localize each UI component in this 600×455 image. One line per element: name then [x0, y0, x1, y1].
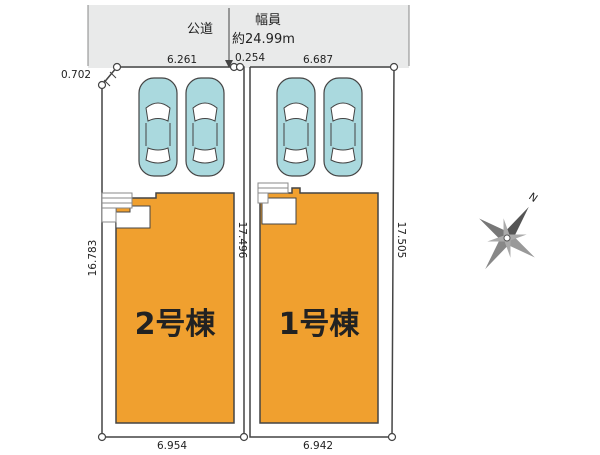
boundary-point — [235, 62, 245, 72]
building-1-label: 1号棟 — [279, 307, 361, 342]
boundary-point — [389, 62, 399, 72]
building-1-steps — [257, 182, 289, 204]
public-road — [88, 5, 409, 68]
dim-right-side: 17.505 — [395, 222, 407, 259]
dim-bottom-right: 6.942 — [303, 440, 333, 452]
compass-rose-icon — [479, 206, 535, 270]
road-width-arrow — [225, 60, 233, 68]
road-width-label: 幅員 — [255, 13, 281, 28]
dim-corner: 0.702 — [61, 69, 91, 81]
building-2-entrance — [115, 205, 151, 229]
boundary-point — [97, 80, 107, 90]
boundary-point — [97, 432, 107, 442]
building-2-steps — [101, 192, 133, 223]
dim-top-mid: 0.254 — [235, 52, 265, 64]
road-label: 公道 — [187, 22, 213, 37]
car-icon — [138, 77, 178, 177]
car-icon — [323, 77, 363, 177]
lot-2-boundary — [101, 66, 245, 438]
building-1-entrance — [261, 197, 297, 225]
boundary-point — [387, 432, 397, 442]
compass-north-label: N — [526, 191, 539, 205]
car-icon — [276, 77, 316, 177]
dim-middle-side: 17.496 — [236, 222, 248, 259]
car-icon — [185, 77, 225, 177]
building-2-label: 2号棟 — [135, 307, 217, 342]
boundary-point — [239, 432, 249, 442]
dim-bottom-left: 6.954 — [157, 440, 187, 452]
road-width-value: 約24.99m — [232, 32, 295, 47]
boundary-point — [112, 62, 122, 72]
dim-left-side: 16.783 — [87, 240, 99, 277]
dim-top-right: 6.687 — [303, 54, 333, 66]
dim-top-left: 6.261 — [167, 54, 197, 66]
corner-cut-marker — [103, 71, 117, 87]
building-1-footprint — [259, 187, 379, 424]
